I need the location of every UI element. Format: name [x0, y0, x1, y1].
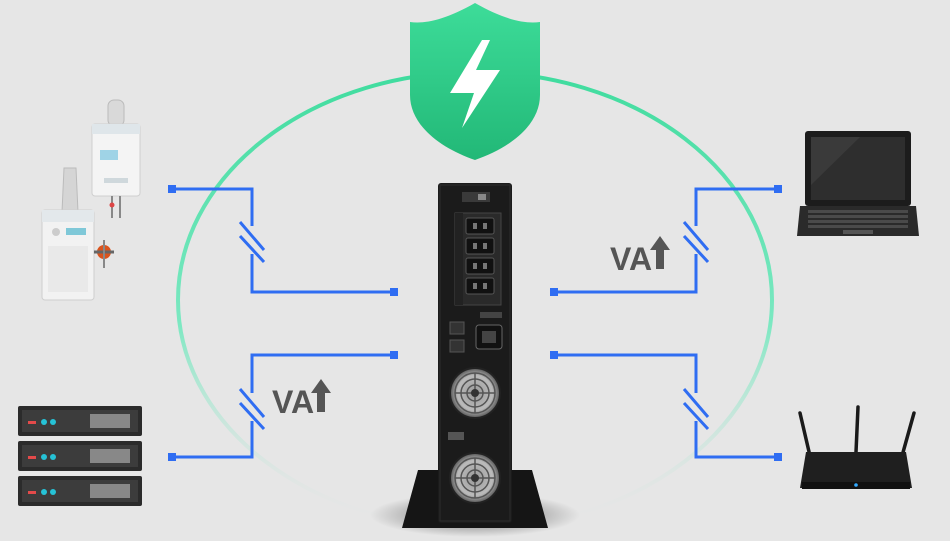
ups-tower-icon [370, 183, 580, 537]
right-vat-label: VA [610, 241, 652, 277]
boiler-icon [41, 99, 141, 301]
shield-lightning-icon [410, 3, 540, 160]
router-icon [798, 405, 916, 489]
up-arrow-icon [311, 379, 331, 412]
left-vat-label: VA [272, 384, 314, 420]
right-wiring [554, 187, 778, 459]
up-arrow-icon [650, 236, 670, 269]
breaker-switch-icon [682, 221, 710, 431]
left-wire-endpoints [168, 185, 398, 461]
server-rack-icon [18, 406, 142, 506]
laptop-icon [797, 131, 919, 236]
right-wire-endpoints [550, 185, 782, 461]
breaker-switch-icon [238, 221, 266, 431]
